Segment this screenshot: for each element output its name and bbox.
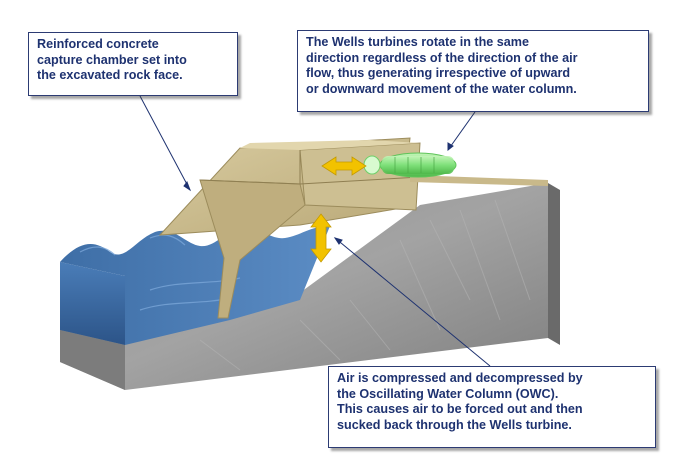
callout-turbine: The Wells turbines rotate in the same di… [297,30,649,112]
callout-turbine-line: or downward movement of the water column… [306,81,577,96]
water-surface [60,226,330,345]
leader-lines [139,95,491,367]
rock-front-face [60,183,548,390]
leader-owc-tip [333,237,343,245]
callout-owc-line: sucked back through the Wells turbine. [337,417,572,432]
rock-texture [199,199,531,371]
chamber-edges [199,150,421,185]
callout-chamber-line: Reinforced concrete [37,37,159,51]
leader-turbine [447,111,476,151]
callout-turbine-line: direction regardless of the direction of… [306,50,578,65]
leader-chamber [139,95,191,191]
callout-chamber-line: capture chamber set into [37,52,187,67]
leader-owc [334,237,491,367]
callout-turbine-line: flow, thus generating irrespective of up… [306,66,571,80]
air-flow-arrow-icon [321,156,367,176]
rock-top-ledge [410,175,548,186]
callout-chamber: Reinforced concrete capture chamber set … [28,32,238,96]
water-column-arrow-icon [310,213,332,263]
callout-owc-line: This causes air to be forced out and the… [337,402,583,416]
callout-turbine-line: The Wells turbines rotate in the same [306,35,530,49]
chamber-front-wall [199,179,306,319]
wells-turbine-icon [363,152,457,178]
rock-side-face [548,183,560,345]
chamber-duct-top [240,140,420,150]
water-front-face [60,262,125,345]
callout-owc-line: the Oscillating Water Column (OWC). [337,386,559,401]
callout-owc: Air is compressed and decompressed by th… [328,366,656,448]
chamber-duct [299,142,421,211]
seabed-front-face [60,330,125,390]
callout-chamber-line: the excavated rock face. [37,68,183,82]
leader-chamber-tip [183,180,192,192]
leader-turbine-tip [447,142,454,152]
callout-owc-line: Air is compressed and decompressed by [337,371,583,385]
